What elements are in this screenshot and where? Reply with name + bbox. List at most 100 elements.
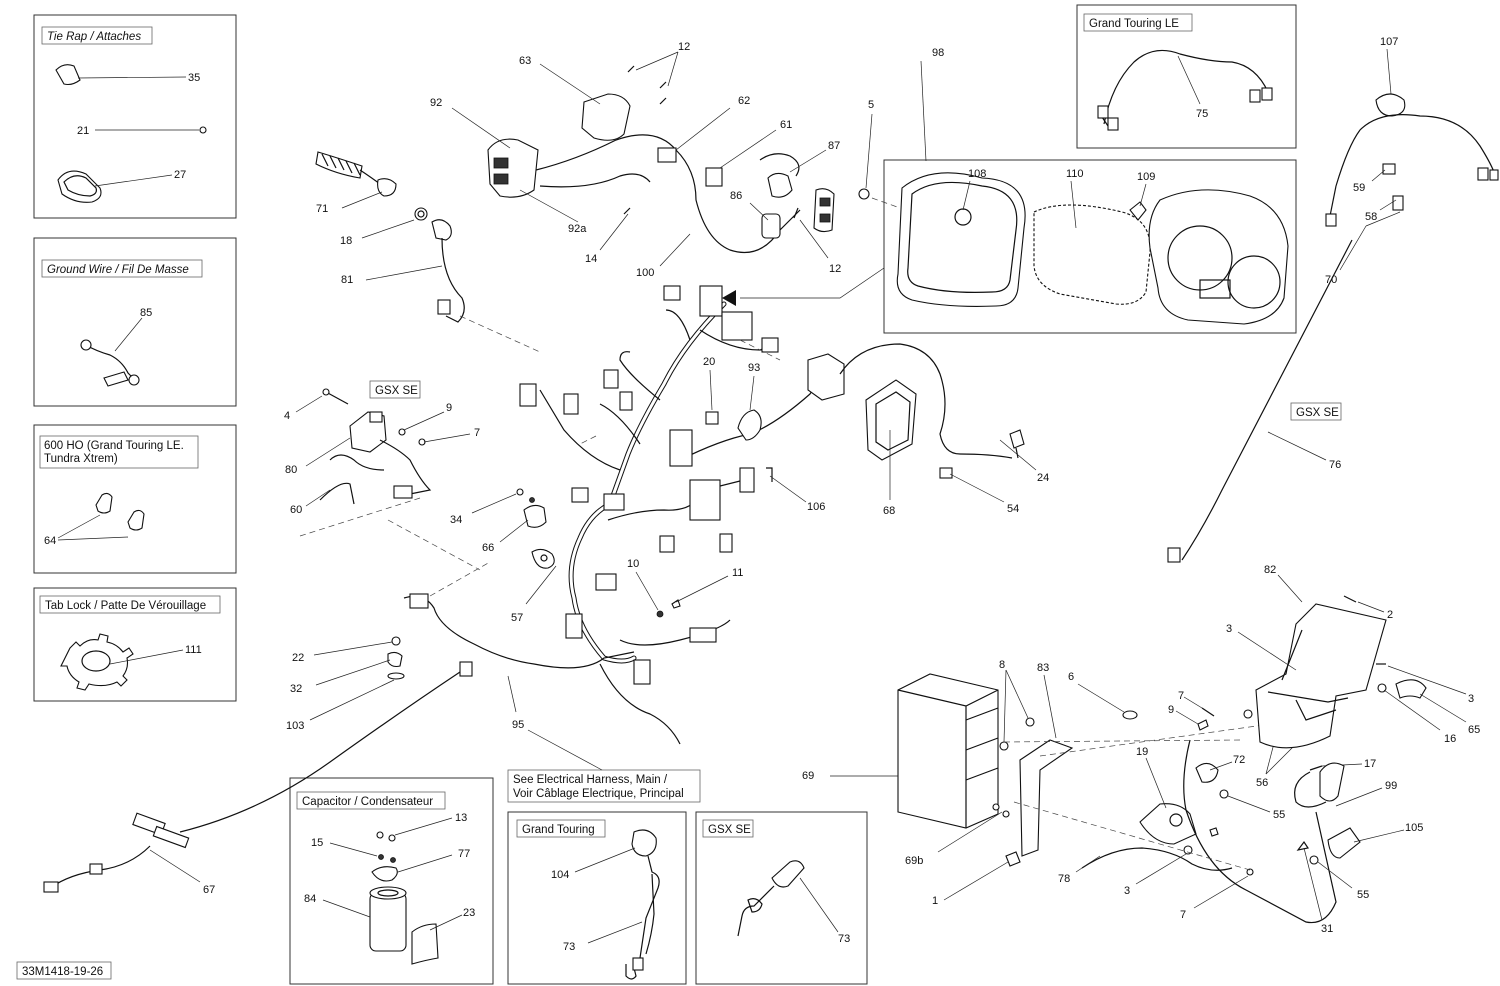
inset-gsx-se-small: GSX SE 73 — [695, 811, 868, 985]
callout-2: 2 — [1387, 609, 1393, 621]
lower-harness-group: 22 32 103 95 67 — [43, 561, 681, 896]
callout-8: 8 — [999, 659, 1005, 671]
main-harness — [519, 267, 885, 685]
inset-capacitor: Capacitor / Condensateur 15 13 77 84 23 — [289, 777, 494, 985]
callout-81: 81 — [341, 274, 353, 286]
part-106: 106 — [739, 467, 825, 513]
callout-80: 80 — [285, 464, 297, 476]
inset-ground-wire: Ground Wire / Fil De Masse 85 — [33, 237, 237, 407]
callout-63: 63 — [519, 55, 531, 67]
callout-83: 83 — [1037, 662, 1049, 674]
callout-13: 13 — [455, 812, 467, 824]
callout-111: 111 — [185, 644, 202, 656]
callout-35: 35 — [188, 72, 200, 84]
callout-72: 72 — [1233, 754, 1245, 766]
callout-7: 7 — [1178, 690, 1184, 702]
inset-title-tab-lock: Tab Lock / Patte De Vérouillage — [45, 600, 206, 612]
callout-4: 4 — [284, 410, 290, 422]
callout-3: 3 — [1226, 623, 1232, 635]
callout-58: 58 — [1365, 211, 1377, 223]
callout-60: 60 — [290, 504, 302, 516]
inset-title-ground-wire: Ground Wire / Fil De Masse — [47, 264, 189, 276]
callout-110: 110 — [1066, 168, 1084, 180]
callout-7: 7 — [1180, 909, 1186, 921]
callout-55: 55 — [1357, 889, 1369, 901]
callout-100: 100 — [636, 267, 654, 279]
callout-3: 3 — [1468, 693, 1474, 705]
inset-title-grand-touring-le: Grand Touring LE — [1089, 18, 1179, 30]
callout-22: 22 — [292, 652, 304, 664]
rear-harness-group: 107 59 58 70 GSX SE 76 — [1167, 36, 1499, 563]
callout-61: 61 — [780, 119, 792, 131]
callout-73: 73 — [563, 941, 575, 953]
callout-67: 67 — [203, 884, 215, 896]
inset-grand-touring-le: Grand Touring LE 75 — [1076, 4, 1297, 149]
callout-21: 21 — [77, 125, 89, 137]
callout-73: 73 — [838, 933, 850, 945]
connectors-20-93: 20 93 — [703, 356, 762, 441]
inset-title-capacitor: Capacitor / Condensateur — [302, 796, 433, 808]
callout-6: 6 — [1068, 671, 1074, 683]
callout-62: 62 — [738, 95, 750, 107]
callout-82: 82 — [1264, 564, 1276, 576]
inset-600ho: 600 HO (Grand Touring LE. Tundra Xtrem) … — [33, 424, 237, 574]
parts-10-11: 10 11 — [627, 558, 743, 618]
callout-68: 68 — [883, 505, 895, 517]
inset-see-harness: See Electrical Harness, Main / Voir Câbl… — [507, 769, 701, 803]
callout-9: 9 — [1168, 704, 1174, 716]
svg-text:Tundra Xtrem): Tundra Xtrem) — [44, 453, 118, 465]
relay-bracket-group: 68 24 54 — [807, 343, 1049, 517]
callout-16: 16 — [1444, 733, 1456, 745]
inset-title-tie-rap: Tie Rap / Attaches — [47, 31, 141, 43]
callout-87: 87 — [828, 140, 840, 152]
diagram-id: 33M1418-19-26 — [22, 966, 103, 978]
callout-103: 103 — [286, 720, 304, 732]
callout-9: 9 — [446, 402, 452, 414]
callout-92: 92 — [430, 97, 442, 109]
throttle-group: 71 18 81 — [315, 151, 541, 353]
sensor-group: 34 66 57 — [387, 488, 557, 624]
callout-31: 31 — [1321, 923, 1333, 935]
callout-3: 3 — [1124, 885, 1130, 897]
callout-66: 66 — [482, 542, 494, 554]
callout-92a: 92a — [568, 223, 587, 235]
callout-55: 55 — [1273, 809, 1285, 821]
callout-104: 104 — [551, 869, 569, 881]
callout-64: 64 — [44, 535, 56, 547]
callout-76: 76 — [1329, 459, 1341, 471]
callout-17: 17 — [1364, 758, 1376, 770]
inset-title-gsx-se: GSX SE — [708, 824, 751, 836]
diagram-id-box: 33M1418-19-26 — [16, 961, 112, 980]
callout-11: 11 — [732, 567, 743, 579]
callout-57: 57 — [511, 612, 523, 624]
battery-group: 69 69b 8 83 1 6 7 9 72 — [802, 564, 1480, 935]
callout-5: 5 — [868, 99, 874, 111]
inset-tie-rap: Tie Rap / Attaches 35 21 27 — [33, 14, 237, 219]
see-harness-line2: Voir Câblage Electrique, Principal — [513, 788, 684, 800]
callout-77: 77 — [458, 848, 470, 860]
callout-75: 75 — [1196, 108, 1208, 120]
callout-32: 32 — [290, 683, 302, 695]
callout-109: 109 — [1137, 171, 1155, 183]
callout-106: 106 — [807, 501, 825, 513]
callout-59: 59 — [1353, 182, 1365, 194]
callout-34: 34 — [450, 514, 462, 526]
inset-title-grand-touring: Grand Touring — [522, 824, 595, 836]
callout-78: 78 — [1058, 873, 1070, 885]
callout-10: 10 — [627, 558, 639, 570]
callout-85: 85 — [140, 307, 152, 319]
callout-65: 65 — [1468, 724, 1480, 736]
cluster-box: 98 108 110 109 — [883, 47, 1297, 334]
callout-71: 71 — [316, 203, 328, 215]
callout-54: 54 — [1007, 503, 1019, 515]
handlebar-group: 12 63 92 92a 62 61 87 86 — [430, 41, 901, 279]
callout-56: 56 — [1256, 777, 1268, 789]
callout-27: 27 — [174, 169, 186, 181]
callout-105: 105 — [1405, 822, 1423, 834]
callout-93: 93 — [748, 362, 760, 374]
callout-23: 23 — [463, 907, 475, 919]
callout-19: 19 — [1136, 746, 1148, 758]
callout-108: 108 — [968, 168, 986, 180]
callout-12: 12 — [829, 263, 841, 275]
